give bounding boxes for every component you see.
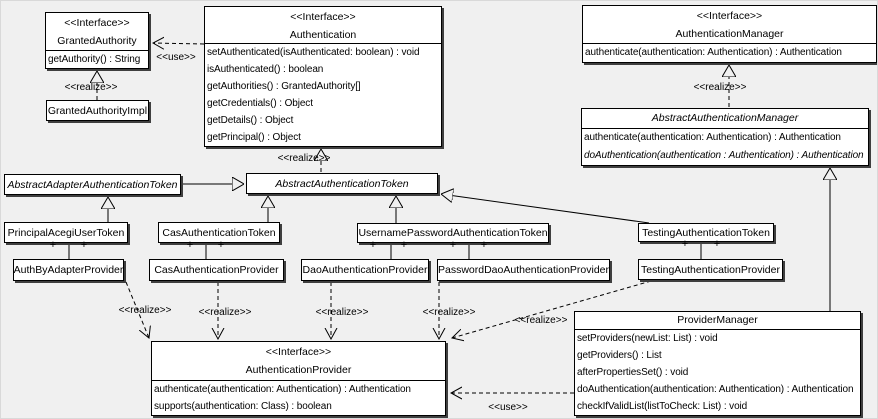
class-granted-authority-impl: GrantedAuthorityImpl	[46, 100, 149, 121]
class-name: GrantedAuthorityImpl	[47, 104, 148, 117]
label-realize-testingprovider: <<realize>>	[514, 315, 568, 326]
class-name: ProviderManager	[677, 314, 758, 326]
label-realize-authbyadapterprovider: <<realize>>	[118, 305, 172, 316]
method: authenticate(authentication: Authenticat…	[585, 47, 842, 58]
method: getCredentials() : Object	[207, 98, 313, 109]
stereotype: <<Interface>>	[64, 17, 130, 29]
label-realize-passworddaoprovider: <<realize>>	[422, 307, 476, 318]
class-username-password-authentication-token: UsernamePasswordAuthenticationToken	[357, 223, 549, 243]
stereotype: <<Interface>>	[290, 11, 356, 23]
class-cas-authentication-token: CasAuthenticationToken	[158, 222, 280, 243]
method: getDetails() : Object	[207, 115, 294, 126]
class-principal-acegi-user-token: PrincipalAcegiUserToken	[4, 222, 128, 243]
class-authentication: <<Interface>> Authentication setAuthenti…	[204, 6, 442, 147]
class-name: CasAuthenticationProvider	[154, 264, 279, 276]
label-plus: +	[49, 239, 57, 251]
class-name: AuthByAdapterProvider	[13, 264, 124, 276]
method: isAuthenticated() : boolean	[207, 64, 324, 75]
label-plus: +	[217, 239, 225, 251]
class-testing-authentication-provider: TestingAuthenticationProvider	[638, 259, 783, 280]
class-name: Authentication	[289, 29, 357, 41]
stereotype: <<Interface>>	[696, 10, 763, 22]
method-abstract: doAuthentication(authentication : Authen…	[584, 150, 864, 161]
edge-use-authentication-grantedauthority	[153, 43, 205, 44]
label-plus: +	[713, 238, 721, 250]
class-header: <<Interface>> AuthenticationManager	[583, 6, 876, 43]
label-realize-daoprovider: <<realize>>	[315, 307, 369, 318]
class-name: PasswordDaoAuthenticationProvider	[438, 264, 610, 276]
label-realize-grantedauthorityimpl: <<realize>>	[64, 82, 118, 93]
method: getPrincipal() : Object	[207, 132, 301, 143]
method: checkIfValidList(listToCheck: List) : vo…	[577, 401, 748, 412]
class-name: AuthenticationProvider	[245, 364, 352, 376]
label-realize-abstractmanager: <<realize>>	[693, 82, 747, 93]
label-use-grantedauthority: <<use>>	[156, 52, 196, 63]
class-name: AbstractAuthenticationToken	[275, 177, 409, 190]
method: authenticate(authentication: Authenticat…	[154, 384, 411, 395]
method: getAuthorities() : GrantedAuthority[]	[207, 81, 361, 92]
class-cas-authentication-provider: CasAuthenticationProvider	[149, 259, 284, 281]
method: authenticate(authentication: Authenticat…	[584, 132, 841, 143]
class-name: PrincipalAcegiUserToken	[7, 226, 125, 239]
class-dao-authentication-provider: DaoAuthenticationProvider	[301, 259, 429, 281]
class-header: <<Interface>> GrantedAuthority	[46, 13, 148, 50]
class-name: UsernamePasswordAuthenticationToken	[358, 227, 548, 239]
label-plus: +	[681, 238, 689, 250]
class-abstract-authentication-manager: AbstractAuthenticationManager authentica…	[581, 108, 869, 166]
class-name: TestingAuthenticationProvider	[641, 263, 780, 276]
label-plus: +	[480, 239, 488, 251]
label-use-providermanager: <<use>>	[488, 402, 528, 413]
class-name: AbstractAuthenticationManager	[651, 112, 799, 124]
class-password-dao-authentication-provider: PasswordDaoAuthenticationProvider	[437, 259, 610, 281]
edge-realize-authbyadapterprovider	[125, 281, 149, 338]
label-plus: +	[369, 239, 377, 251]
method: getAuthority() : String	[48, 54, 141, 65]
label-realize-casprovider: <<realize>>	[198, 307, 252, 318]
class-granted-authority: <<Interface>> GrantedAuthority getAuthor…	[45, 12, 149, 69]
class-provider-manager: ProviderManager setProviders(newList: Li…	[574, 311, 861, 416]
label-plus: +	[449, 239, 457, 251]
stereotype: <<Interface>>	[265, 346, 332, 358]
method: supports(authentication: Class) : boolea…	[154, 401, 332, 412]
method: getProviders() : List	[577, 350, 662, 361]
method: afterPropertiesSet() : void	[577, 367, 689, 378]
label-realize-abstracttoken: <<realize>>	[277, 153, 331, 164]
class-name: GrantedAuthority	[57, 35, 137, 47]
label-plus: +	[400, 239, 408, 251]
method: doAuthentication(authentication: Authent…	[577, 384, 854, 395]
label-plus: +	[80, 239, 88, 251]
class-header: <<Interface>> Authentication	[205, 7, 441, 43]
class-name: CasAuthenticationToken	[162, 226, 276, 239]
class-abstract-adapter-authentication-token: AbstractAdapterAuthenticationToken	[4, 174, 181, 195]
class-auth-by-adapter-provider: AuthByAdapterProvider	[13, 259, 124, 281]
class-name: AbstractAdapterAuthenticationToken	[7, 178, 178, 191]
class-authentication-provider: <<Interface>> AuthenticationProvider aut…	[151, 341, 446, 416]
edge-gen-testingauthenticationtoken	[441, 194, 650, 224]
class-name: AuthenticationManager	[675, 28, 784, 40]
method: setAuthenticated(isAuthenticated: boolea…	[207, 47, 420, 58]
class-testing-authentication-token: TestingAuthenticationToken	[638, 223, 774, 242]
label-plus: +	[186, 239, 194, 251]
class-abstract-authentication-token: AbstractAuthenticationToken	[246, 173, 438, 194]
class-name: TestingAuthenticationToken	[642, 226, 770, 239]
class-name: DaoAuthenticationProvider	[302, 264, 428, 276]
class-header: <<Interface>> AuthenticationProvider	[152, 342, 445, 380]
method: setProviders(newList: List) : void	[577, 333, 718, 344]
class-authentication-manager: <<Interface>> AuthenticationManager auth…	[582, 5, 877, 63]
